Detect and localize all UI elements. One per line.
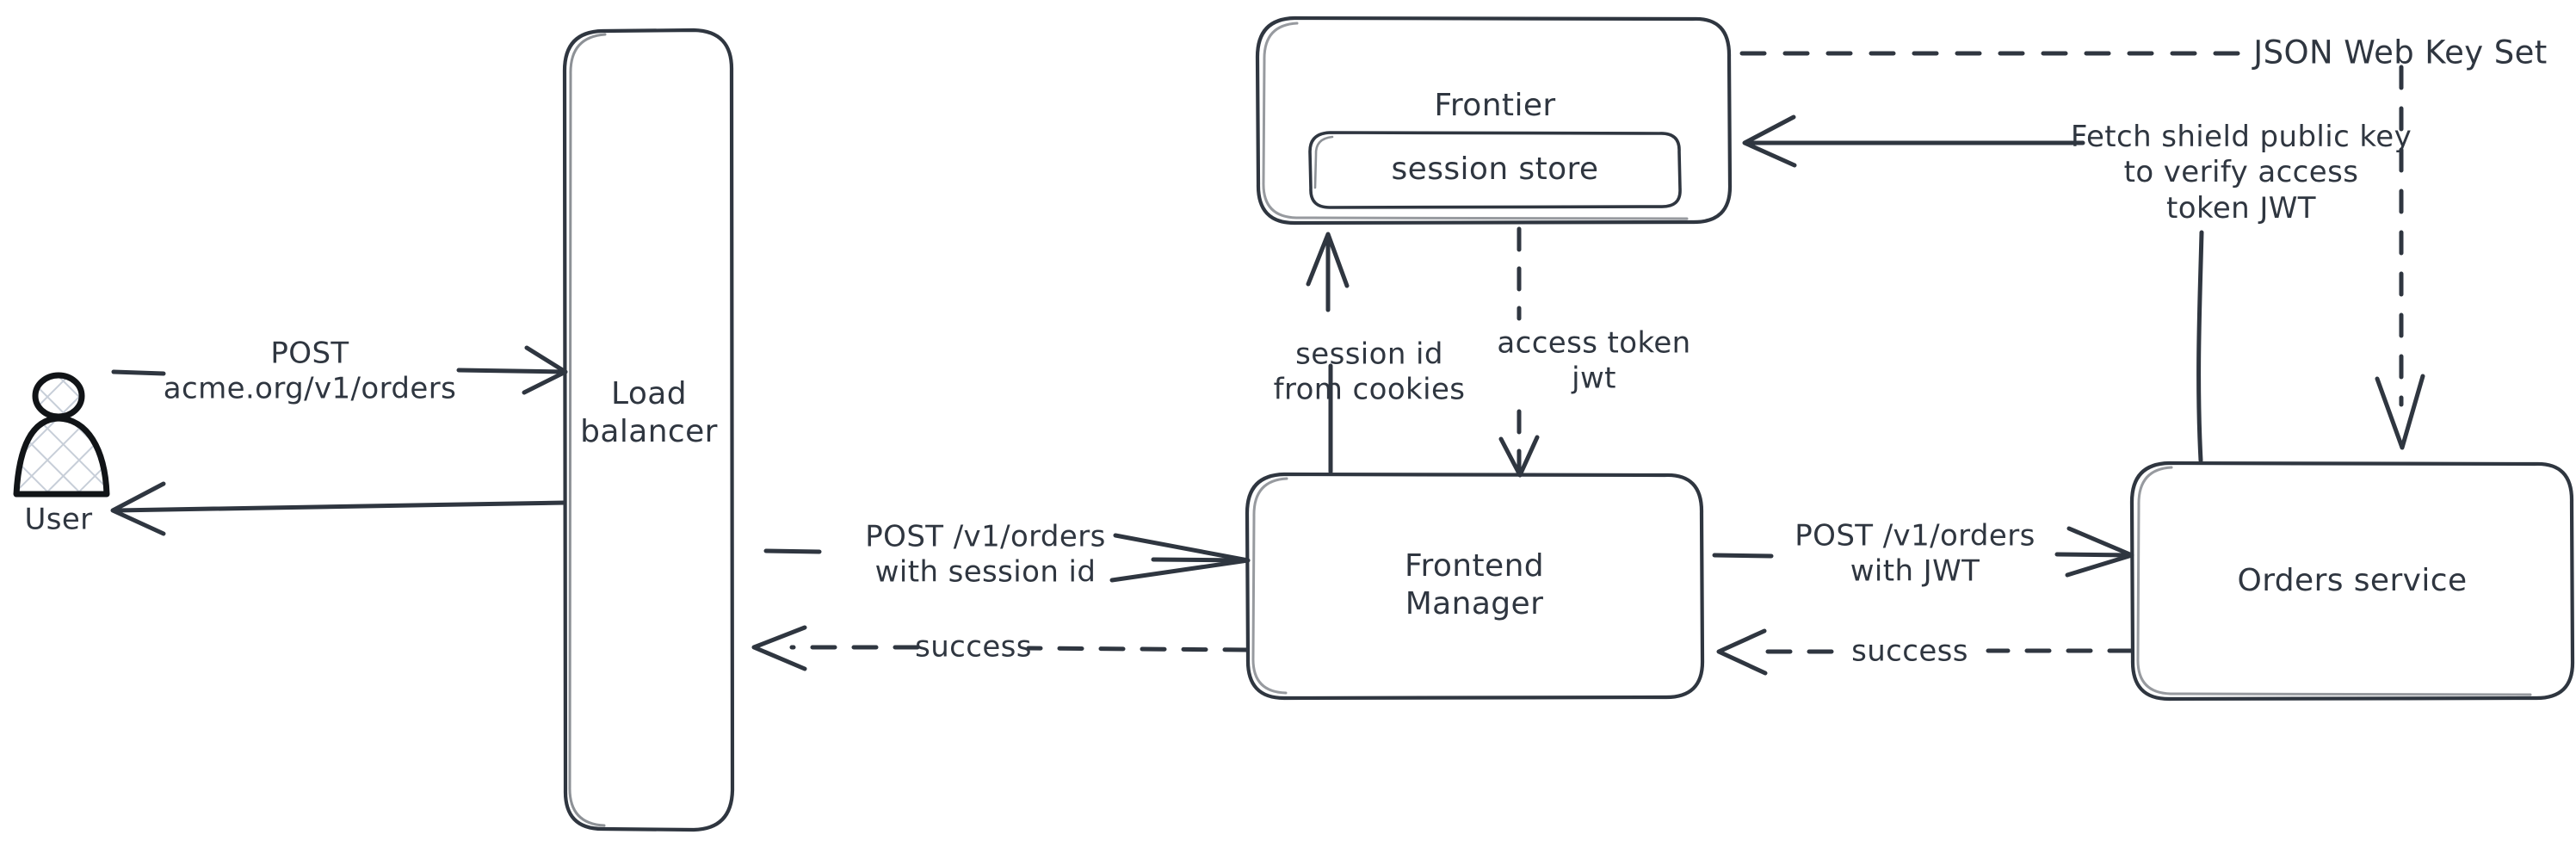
edge-frontendmanager-to-ordersservice [1712, 526, 2134, 578]
edge-label-frontendmanager-to-frontier: session id from cookies [1273, 337, 1466, 407]
edge-ordersservice-to-frontendmanager [1716, 628, 2134, 676]
edge-user-to-loadbalancer [111, 345, 568, 395]
edge-label-frontier-to-ordersservice: JSON Web Key Set [2253, 34, 2548, 71]
load-balancer-box-shape [562, 28, 735, 832]
session-store-box-shape [1308, 131, 1682, 209]
edge-label-user-to-loadbalancer: POST acme.org/v1/orders [163, 336, 457, 406]
edge-frontier-to-frontendmanager [1498, 226, 1540, 478]
edge-label-ordersservice-to-frontendmanager: success [1851, 634, 1968, 669]
frontend-manager-box-shape [1245, 472, 1705, 701]
frontend-manager-label: Frontend Manager [1404, 548, 1545, 621]
edge-ordersservice-to-frontier [1742, 114, 2204, 463]
user-person-icon [13, 372, 110, 498]
session-store-label: session store [1391, 151, 1599, 188]
edge-label-frontendmanager-to-ordersservice: POST /v1/orders with JWT [1795, 518, 2035, 589]
edge-frontendmanager-to-frontier [1306, 232, 1350, 474]
edge-frontier-to-ordersservice [1739, 51, 2425, 450]
edge-loadbalancer-to-frontendmanager [763, 533, 1251, 583]
load-balancer-label: Load balancer [580, 376, 718, 449]
frontier-box-shape [1255, 15, 1733, 226]
edge-loadbalancer-to-user [110, 481, 567, 536]
orders-service-box-shape [2129, 461, 2575, 702]
edge-label-ordersservice-to-frontier: Fetch shield public key to verify access… [2070, 119, 2412, 226]
edge-label-frontendmanager-to-loadbalancer: success [915, 629, 1032, 665]
edge-label-frontier-to-frontendmanager: access token jwt [1497, 325, 1691, 396]
edge-label-loadbalancer-to-frontendmanager: POST /v1/orders with session id [865, 519, 1106, 590]
orders-service-label: Orders service [2237, 563, 2468, 599]
frontier-label: Frontier [1434, 88, 1556, 124]
edge-frontendmanager-to-loadbalancer [751, 625, 1250, 671]
user-label: User [24, 502, 93, 537]
